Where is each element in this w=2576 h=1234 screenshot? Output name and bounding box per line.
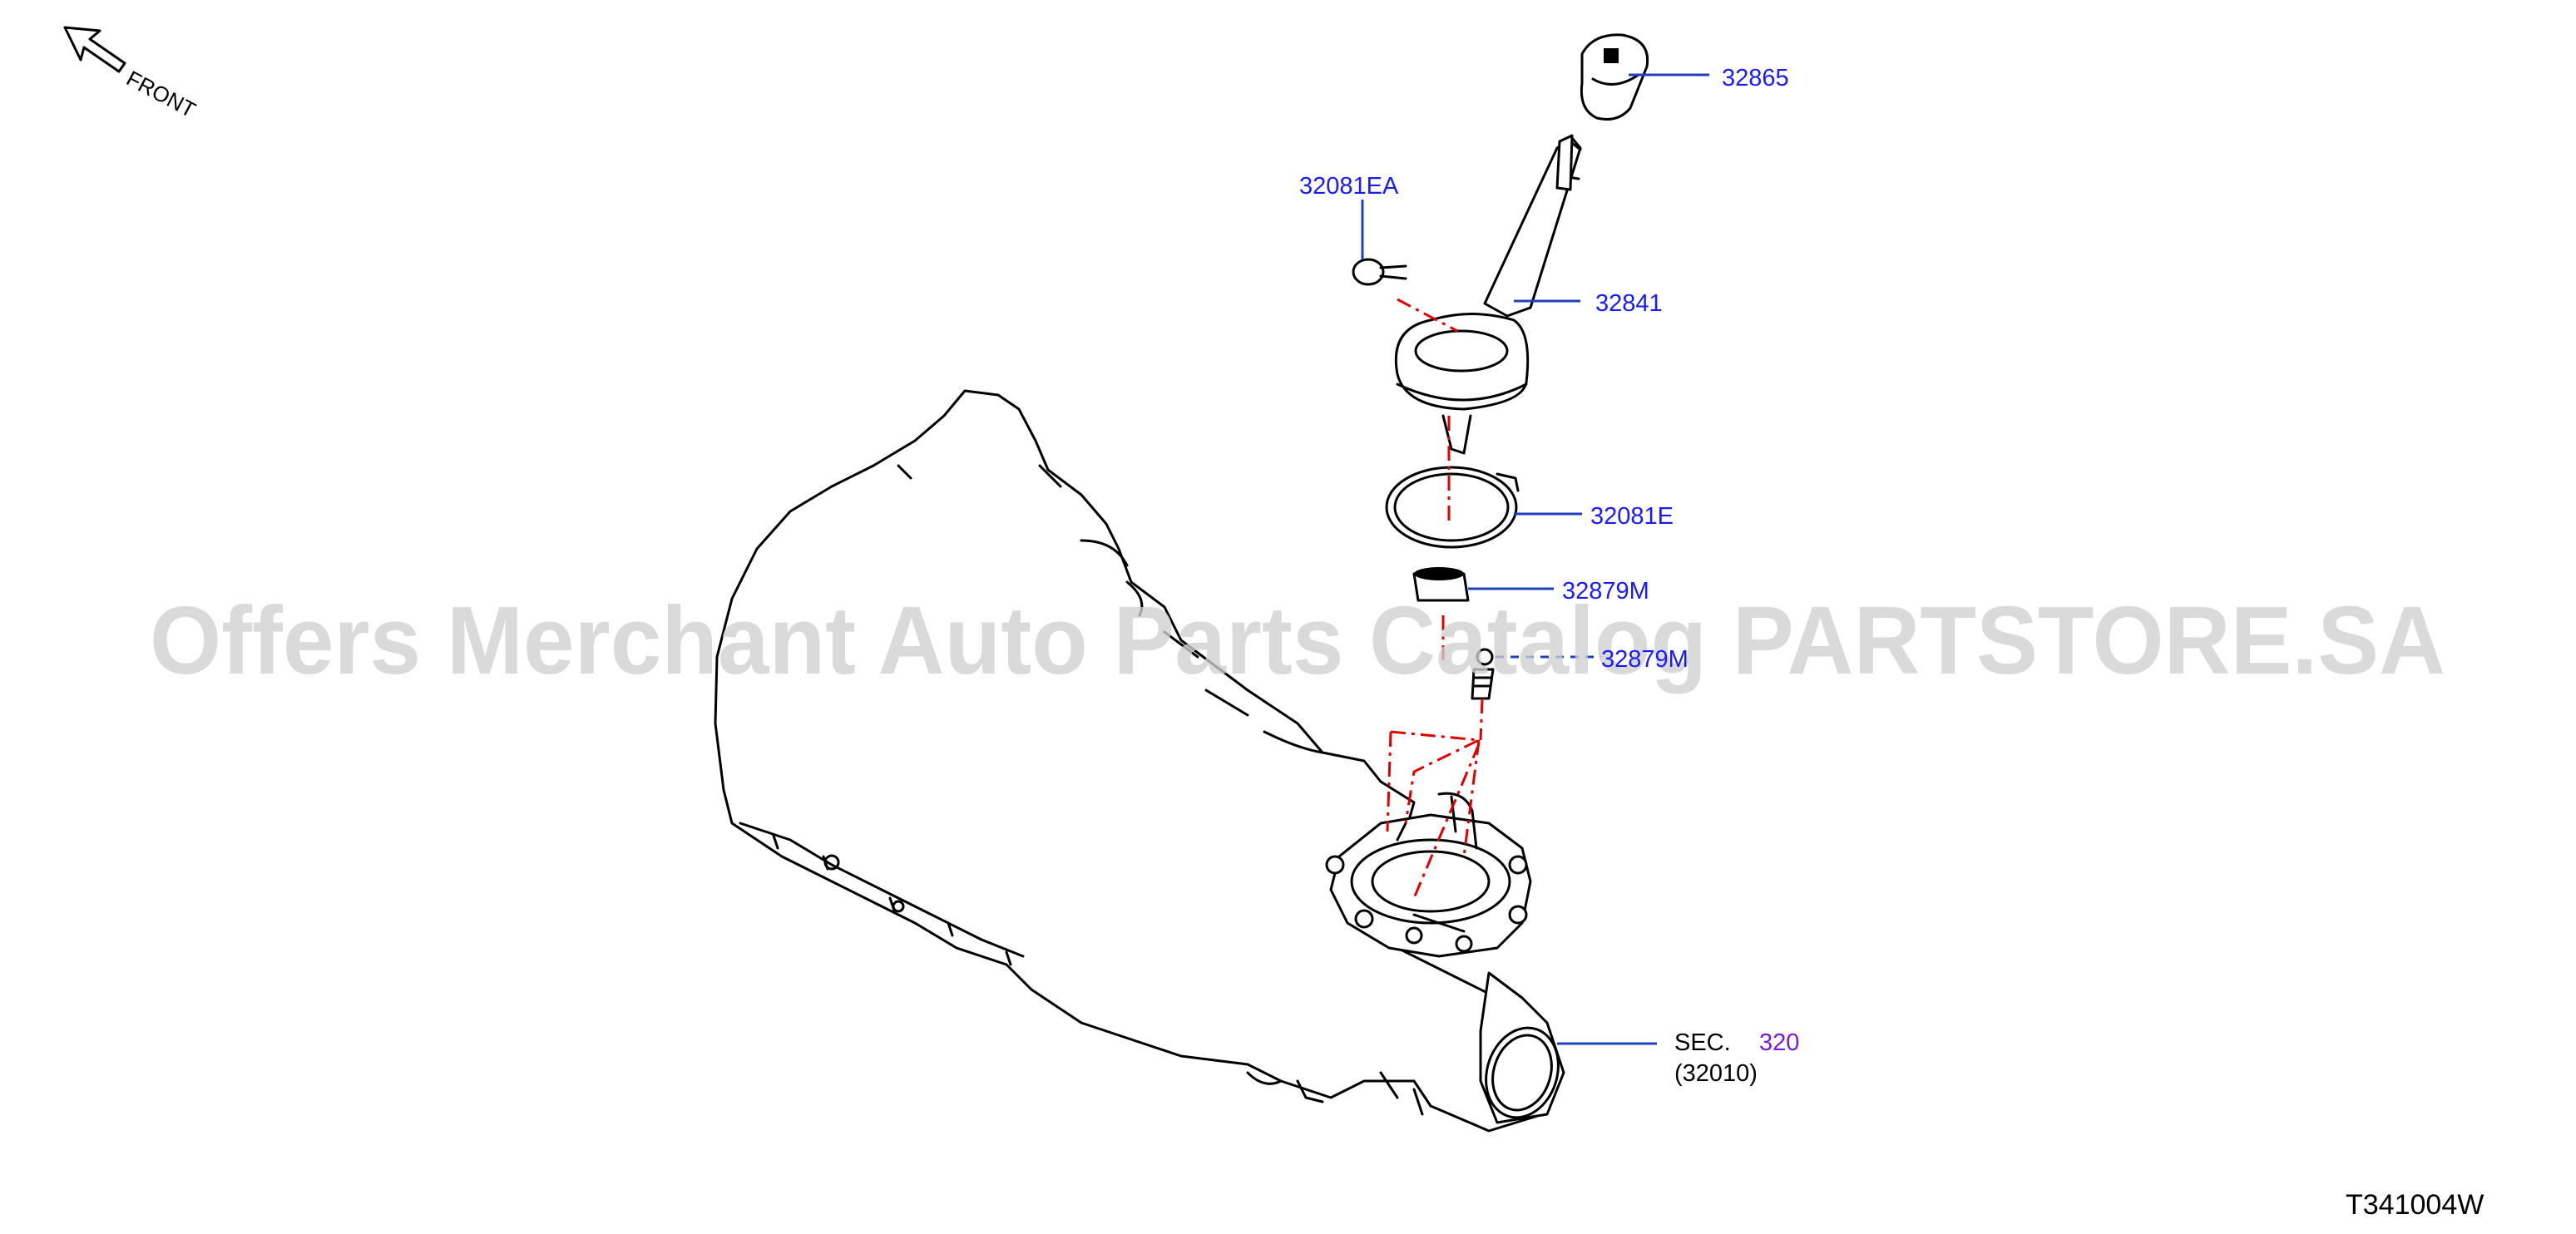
section-prefix: SEC. bbox=[1674, 1029, 1731, 1056]
lever-boot bbox=[1394, 313, 1530, 455]
part-label-lever[interactable]: 32841 bbox=[1595, 290, 1663, 317]
part-label-bushing[interactable]: 32879M bbox=[1562, 578, 1649, 605]
shift-knob bbox=[1580, 33, 1649, 121]
part-label-clip[interactable]: 32081EA bbox=[1299, 173, 1399, 200]
section-sub-ref: (32010) bbox=[1674, 1060, 1758, 1087]
transmission-housing bbox=[714, 389, 1557, 1133]
drawing-code: T341004W bbox=[2346, 1189, 2484, 1221]
watermark: Offers Merchant Auto Parts Catalog PARTS… bbox=[150, 586, 2445, 694]
bushing-32879M bbox=[1412, 567, 1470, 602]
part-label-boot-clamp[interactable]: 32081E bbox=[1590, 503, 1674, 530]
clip-32081EA bbox=[1352, 258, 1407, 286]
output-flange bbox=[1479, 971, 1565, 1124]
pin-32879M bbox=[1471, 648, 1495, 700]
section-number-link[interactable]: 320 bbox=[1759, 1029, 1799, 1056]
front-arrow-icon bbox=[63, 26, 126, 73]
part-label-knob[interactable]: 32865 bbox=[1722, 65, 1789, 91]
shift-lever bbox=[1483, 134, 1582, 318]
shift-control-housing bbox=[1325, 792, 1532, 958]
front-label: FRONT bbox=[122, 66, 200, 123]
part-label-pin[interactable]: 32879M bbox=[1601, 646, 1688, 673]
leader-lines bbox=[1361, 73, 1709, 1045]
assembly-center-lines bbox=[1386, 298, 1484, 899]
boot-clamp-32081E bbox=[1385, 466, 1520, 549]
